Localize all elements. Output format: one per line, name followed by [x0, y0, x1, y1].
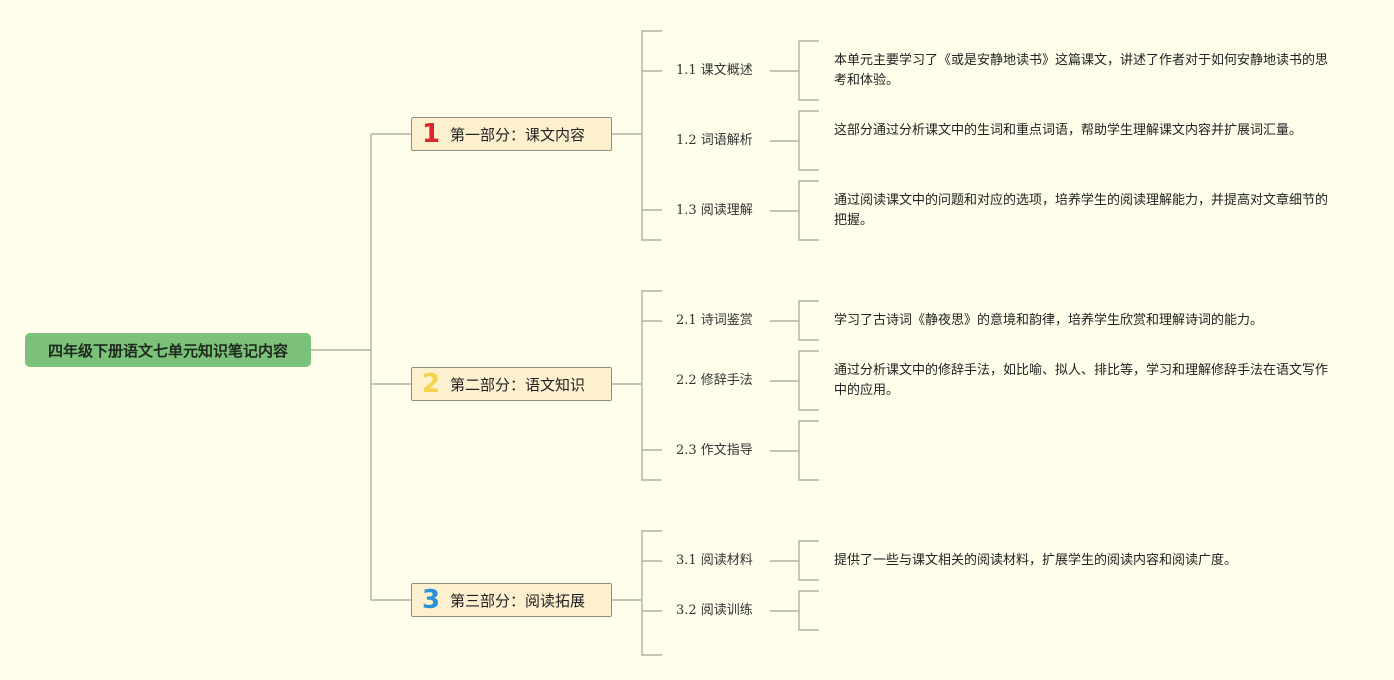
root-topic[interactable]: 四年级下册语文七单元知识笔记内容: [25, 333, 311, 367]
subtopic-1-2[interactable]: 1.2 词语解析: [676, 133, 753, 148]
subtopic-3-2[interactable]: 3.2 阅读训练: [676, 603, 753, 618]
description-1-3: 通过阅读课文中的问题和对应的选项，培养学生的阅读理解能力，并提高对文章细节的把握…: [834, 193, 1329, 228]
subtopic-2-3[interactable]: 2.3 作文指导: [676, 443, 753, 458]
description-3-1: 提供了一些与课文相关的阅读材料，扩展学生的阅读内容和阅读广度。: [834, 553, 1238, 568]
subtopic-1-3[interactable]: 1.3 阅读理解: [676, 203, 753, 218]
subtopic-3-1[interactable]: 3.1 阅读材料: [676, 553, 753, 568]
description-1-2: 这部分通过分析课文中的生词和重点词语，帮助学生理解课文内容并扩展词汇量。: [834, 123, 1303, 138]
subtopic-2-1[interactable]: 2.1 诗词鉴赏: [676, 313, 753, 328]
section-2-node[interactable]: 2 第二部分：语文知识: [411, 367, 612, 401]
section-3-node[interactable]: 3 第三部分：阅读拓展: [411, 583, 612, 617]
description-1-1: 本单元主要学习了《或是安静地读书》这篇课文，讲述了作者对于如何安静地读书的思考和…: [834, 53, 1329, 88]
description-2-2: 通过分析课文中的修辞手法，如比喻、拟人、排比等，学习和理解修辞手法在语文写作中的…: [834, 363, 1329, 398]
subtopic-1-1[interactable]: 1.1 课文概述: [676, 63, 753, 78]
subtopic-2-2[interactable]: 2.2 修辞手法: [676, 373, 753, 388]
section-title: 第一部分：课文内容: [450, 125, 586, 144]
number-1-icon: 1: [421, 119, 441, 149]
description-2-1: 学习了古诗词《静夜思》的意境和韵律，培养学生欣赏和理解诗词的能力。: [834, 313, 1264, 328]
section-title: 第二部分：语文知识: [450, 375, 586, 394]
number-2-icon: 2: [421, 369, 441, 399]
section-title: 第三部分：阅读拓展: [450, 591, 586, 610]
section-1-node[interactable]: 1 第一部分：课文内容: [411, 117, 612, 151]
number-3-icon: 3: [421, 585, 441, 615]
